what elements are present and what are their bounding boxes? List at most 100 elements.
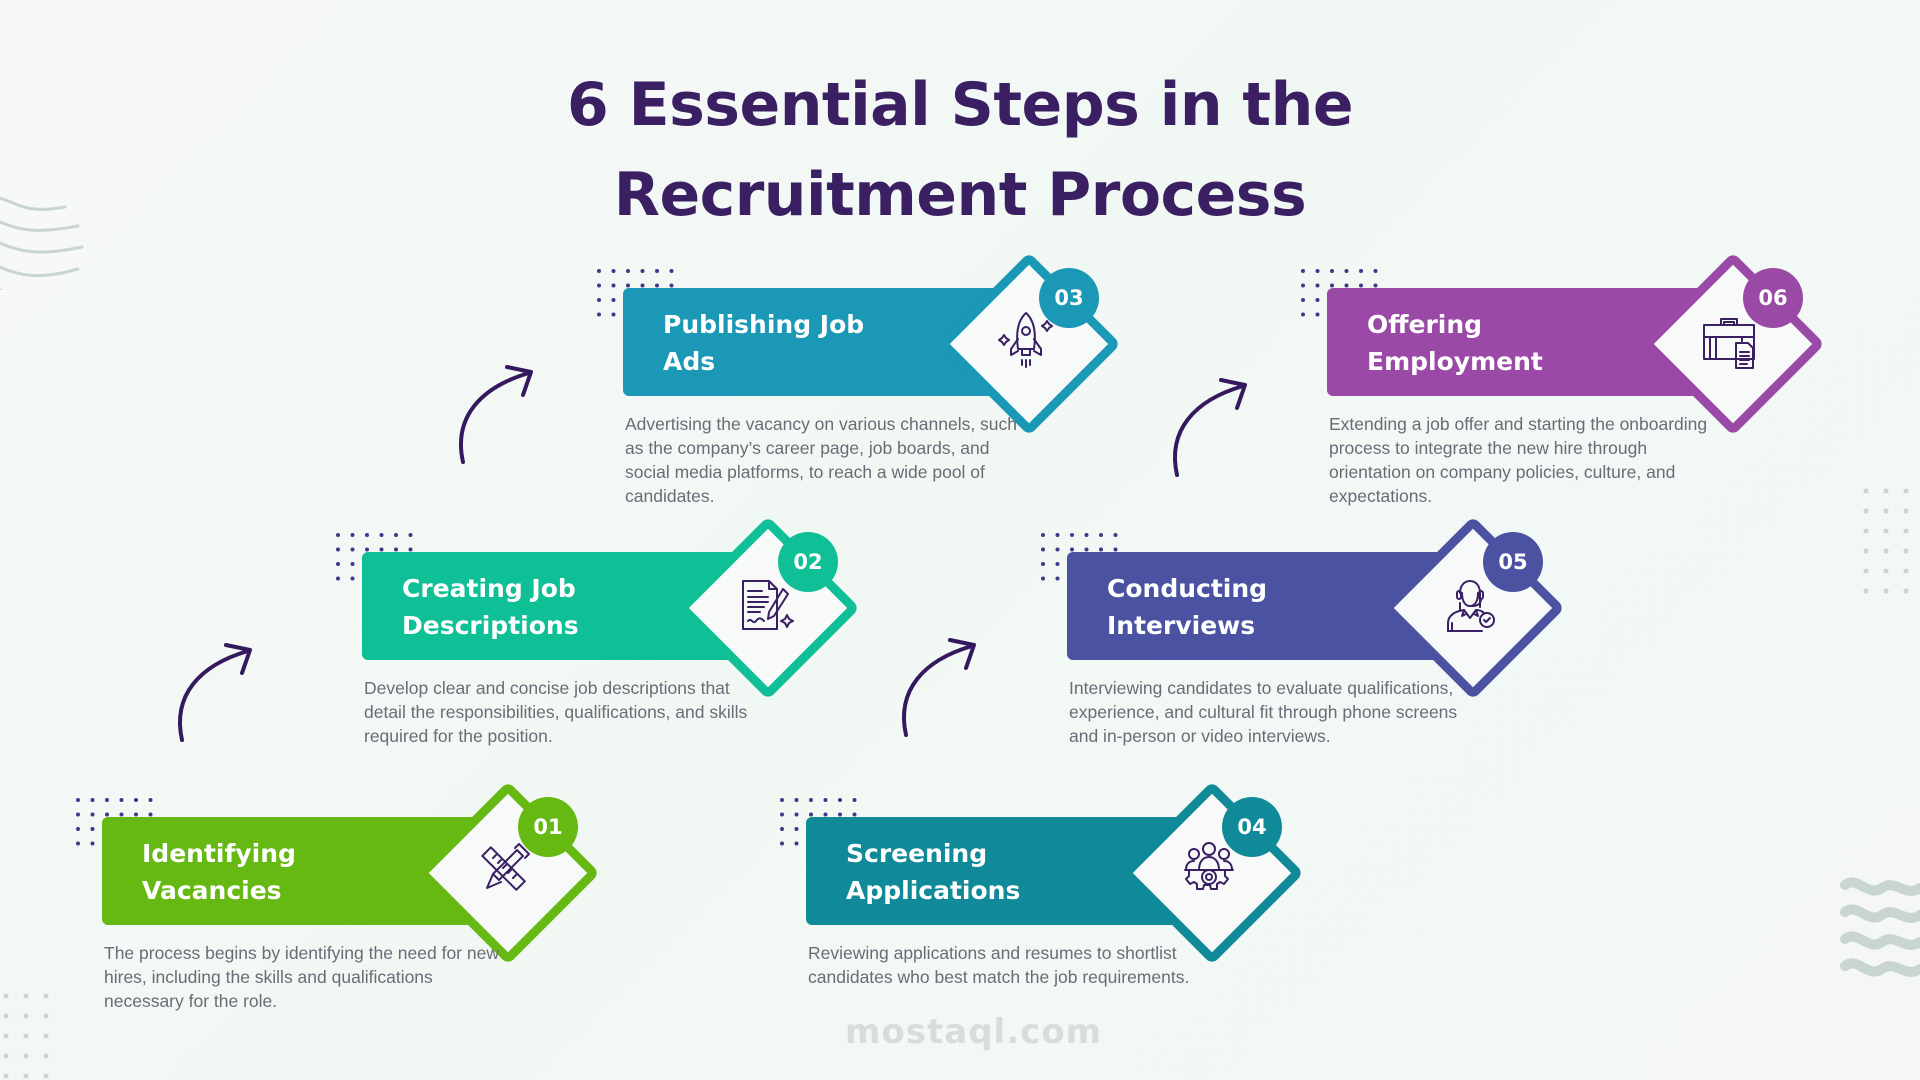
wave-shapes-decoration <box>1840 877 1920 977</box>
curved-arrow-icon <box>1173 378 1247 477</box>
decor-dot <box>1041 533 1045 537</box>
ruler-pencil-icon <box>481 843 530 891</box>
decor-dot <box>1903 548 1909 554</box>
decor-dot <box>3 1033 9 1039</box>
decor-dot <box>597 283 601 288</box>
decor-dot <box>1099 547 1103 552</box>
decor-dot <box>1041 547 1045 552</box>
decor-dot <box>3 1073 9 1079</box>
decor-dot <box>1041 562 1045 566</box>
decor-dot <box>350 547 355 552</box>
decor-dot <box>394 533 398 537</box>
decor-dot <box>1084 533 1089 537</box>
step-number-badge: 06 <box>1743 268 1803 328</box>
decor-dot <box>134 812 138 817</box>
decor-dot <box>1301 269 1305 273</box>
decor-dot <box>597 312 601 317</box>
decor-dot <box>809 812 813 817</box>
decor-dot <box>655 269 659 273</box>
decor-dot <box>365 533 369 537</box>
step-title-line-1: Publishing Job <box>663 310 865 339</box>
step-title: Conducting Interviews <box>1107 570 1437 644</box>
step-title: Offering Employment <box>1367 306 1697 380</box>
step-description: Extending a job offer and starting the o… <box>1329 414 1708 506</box>
decor-dot <box>1055 576 1060 581</box>
dot-grid-decoration <box>76 798 153 846</box>
decor-dot <box>90 812 95 817</box>
step-title-line-1: Conducting <box>1107 574 1268 603</box>
dot-grid-decoration <box>336 533 413 581</box>
decor-dot <box>365 547 369 552</box>
decor-dot <box>43 1013 49 1019</box>
decor-dot <box>148 812 153 817</box>
decor-dot <box>669 269 674 273</box>
decor-dot <box>105 798 109 802</box>
decor-dot <box>1113 533 1118 537</box>
decor-dot <box>408 533 413 537</box>
decor-dot <box>3 993 9 999</box>
decor-dot <box>1373 269 1378 273</box>
decor-dot <box>1041 576 1045 581</box>
step-card-01: Identifying Vacancies 01 The process beg… <box>76 781 702 1077</box>
decor-dot <box>611 312 616 317</box>
step-title-line-2: Vacancies <box>142 876 282 905</box>
step-description: Reviewing applications and resumes to sh… <box>808 943 1190 987</box>
decor-dot <box>1084 547 1089 552</box>
decor-dot <box>1301 298 1305 302</box>
decor-dot <box>823 798 828 802</box>
curved-arrow-icon <box>902 638 976 737</box>
decor-dot <box>90 798 95 802</box>
decor-dot <box>1883 548 1889 554</box>
dot-grid-decoration <box>1301 269 1378 317</box>
step-card-04: Screening Applications 04 Reviewing appl… <box>780 781 1406 1077</box>
decor-dot <box>1359 269 1363 273</box>
decor-dot <box>336 562 340 566</box>
decor-dot <box>794 798 799 802</box>
decor-dot <box>1330 269 1334 273</box>
decor-dot <box>1883 508 1889 514</box>
dot-grid-decoration <box>597 269 674 317</box>
decor-dot <box>611 298 616 302</box>
decor-dot <box>394 547 398 552</box>
step-number-badge: 03 <box>1039 268 1099 328</box>
step-title-line-2: Employment <box>1367 347 1543 376</box>
decor-dot <box>336 533 340 537</box>
decor-dot <box>780 841 784 846</box>
step-title-line-2: Applications <box>846 876 1021 905</box>
team-gear-icon <box>1184 842 1234 890</box>
title-line-1: 6 Essential Steps in the <box>566 70 1354 140</box>
step-card-03: Publishing Job Ads 03 Advertising the va… <box>597 252 1223 548</box>
decor-dot <box>408 547 413 552</box>
decor-dot <box>43 993 49 999</box>
step-description: Interviewing candidates to evaluate qual… <box>1069 678 1458 746</box>
decor-dot <box>76 798 80 802</box>
page-title: 6 Essential Steps in the Recruitment Pro… <box>0 60 1920 240</box>
decor-dot <box>1113 547 1118 552</box>
decor-dot <box>1055 562 1060 566</box>
decor-dot <box>1863 548 1869 554</box>
decor-dot <box>1863 528 1869 534</box>
headset-person-icon <box>1447 580 1495 632</box>
decor-dot <box>119 812 124 817</box>
decor-dot <box>1344 283 1349 288</box>
step-description: Advertising the vacancy on various chann… <box>625 414 1018 506</box>
decor-dot <box>1070 547 1074 552</box>
decor-dot <box>1301 283 1305 288</box>
decor-dot <box>76 827 80 831</box>
decor-dot <box>626 269 630 273</box>
step-title: Publishing Job Ads <box>663 306 993 380</box>
decor-dot <box>1315 298 1320 302</box>
decor-dot <box>23 1033 29 1039</box>
decor-dot <box>1373 283 1378 288</box>
decor-dot <box>780 798 784 802</box>
decor-dot <box>1883 488 1889 494</box>
decor-dot <box>1863 568 1869 574</box>
decor-dot <box>794 841 799 846</box>
decor-dot <box>1863 588 1869 594</box>
watermark: mostaql.com <box>845 1012 1103 1052</box>
curved-arrow-icon <box>459 365 533 464</box>
decor-dot <box>823 812 828 817</box>
decor-dot <box>1903 588 1909 594</box>
decor-dot <box>1883 528 1889 534</box>
decor-dot <box>76 812 80 817</box>
